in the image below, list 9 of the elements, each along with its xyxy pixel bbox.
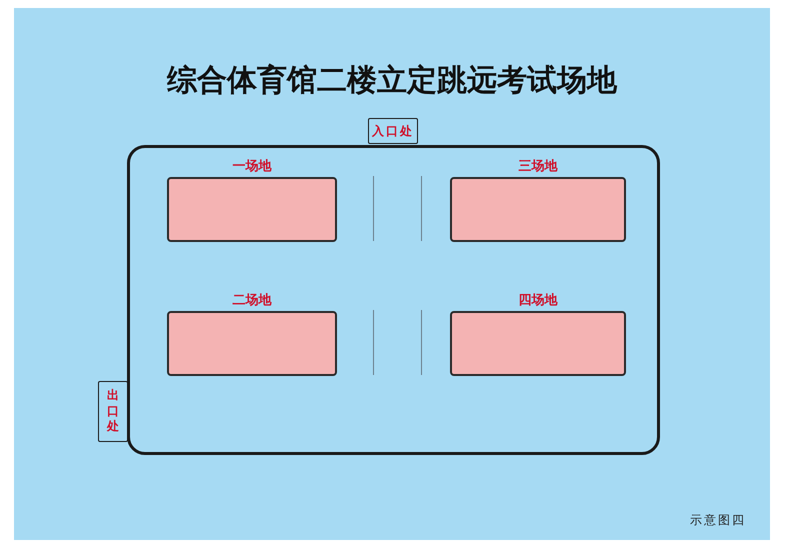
area-heading: 四场地 — [518, 291, 558, 309]
exit-sign: 出口处 — [98, 381, 128, 442]
area-heading: 二场地 — [232, 291, 272, 309]
hall-outline — [127, 145, 660, 455]
caption: 示意图四 — [690, 512, 746, 529]
entrance-sign: 入口处 — [368, 118, 418, 144]
title: 综合体育馆二楼立定跳远考试场地 — [166, 62, 618, 99]
area-heading: 三场地 — [518, 157, 558, 175]
area-heading: 一场地 — [232, 157, 272, 175]
